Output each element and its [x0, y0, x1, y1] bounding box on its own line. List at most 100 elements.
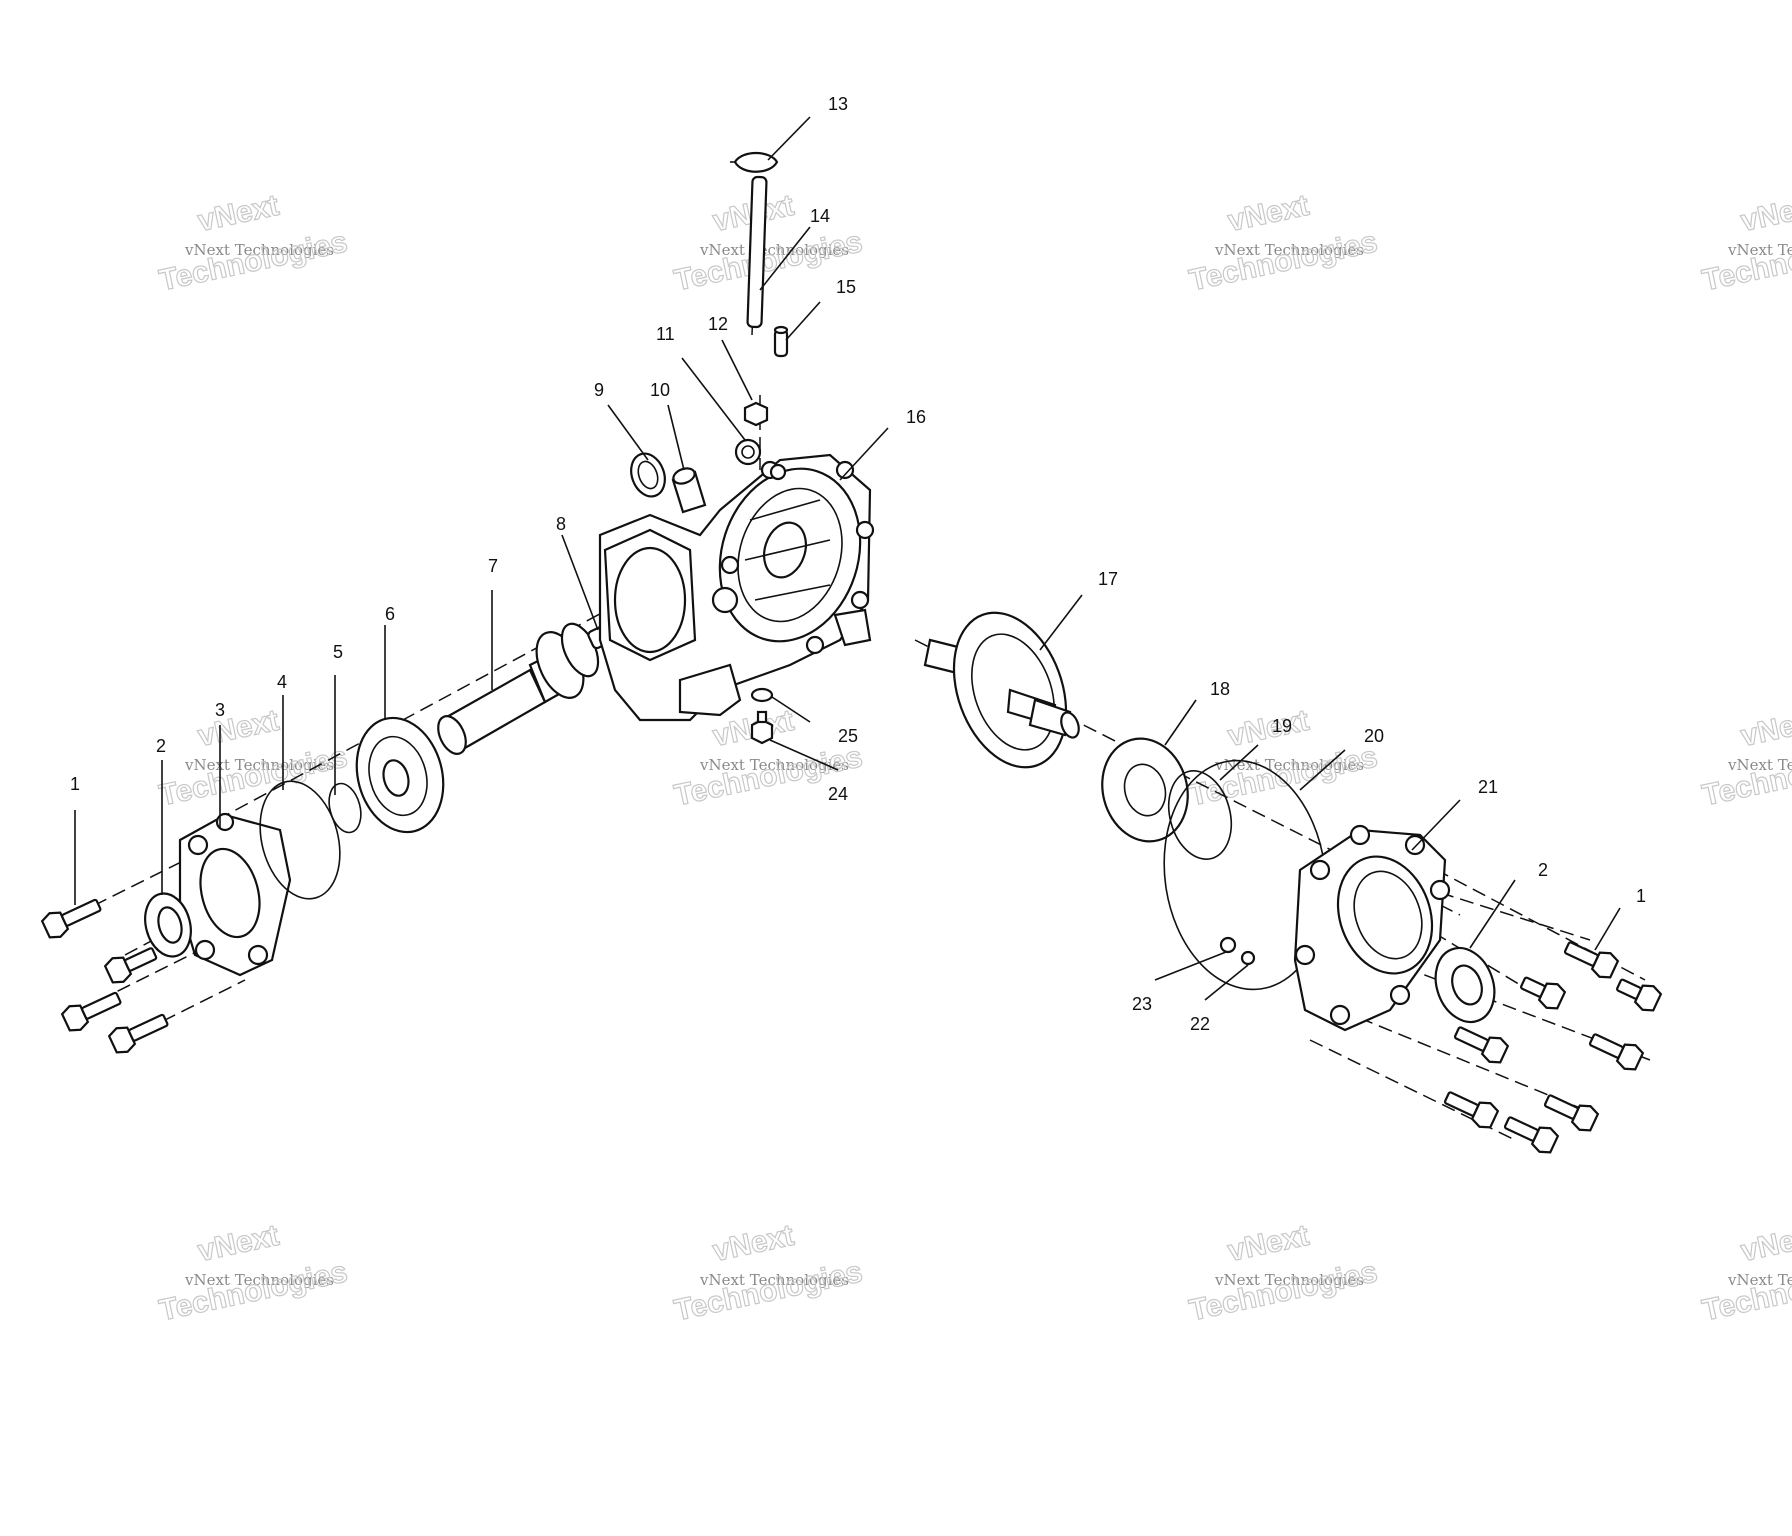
- vent-hose-14: [746, 175, 768, 329]
- watermark-tile: vNext vNext Technologies Technologies: [1699, 703, 1792, 813]
- cover-boss: [215, 812, 235, 832]
- callout-12: 12: [708, 314, 728, 334]
- callout-3: 3: [215, 700, 225, 720]
- housing-vent-boss: [711, 586, 739, 614]
- clamp-13: [733, 151, 779, 173]
- cover-boss: [187, 834, 209, 856]
- o-ring-19: [1167, 770, 1233, 860]
- watermark-big-2: Technologies: [1186, 225, 1380, 297]
- housing-bolt-boss: [835, 460, 855, 480]
- small-parts-top: [630, 401, 769, 514]
- bushing-9: [630, 452, 666, 498]
- watermark-big-2: Technologies: [156, 1255, 350, 1327]
- washer-25: [750, 687, 774, 703]
- bolt-icon: [40, 898, 102, 939]
- watermark-tile: vNext vNext Technologies Technologies: [156, 1218, 351, 1328]
- bolt-icon: [1563, 941, 1620, 979]
- bearing-18: [1101, 737, 1189, 843]
- watermark-tile: vNext vNext Technologies Technologies: [1186, 1218, 1381, 1328]
- bolt-axis-line: [1339, 1009, 1586, 1111]
- cover-boss: [1294, 944, 1316, 966]
- cover-boss: [1404, 834, 1426, 856]
- watermark-tile: vNext vNext Technologies Technologies: [156, 703, 351, 813]
- watermark-big-1: vNext: [195, 1219, 282, 1268]
- watermark-tile: vNext vNext Technologies Technologies: [671, 1218, 866, 1328]
- watermark-big-1: vNext: [710, 1219, 797, 1268]
- callout-17: 17: [1098, 569, 1118, 589]
- callout-23: 23: [1132, 994, 1152, 1014]
- callout-10: 10: [650, 380, 670, 400]
- left-rings: [259, 716, 445, 900]
- output-shaft-17: [923, 611, 1080, 769]
- right-seal-inner: [1451, 964, 1483, 1006]
- callout-4: 4: [277, 672, 287, 692]
- drain-plug-24: [750, 718, 774, 745]
- watermark-big-2: Technologies: [156, 225, 350, 297]
- housing-left-bore: [613, 546, 687, 654]
- cover-boss: [1389, 984, 1411, 1006]
- watermark-small: vNext Technologies: [1727, 1271, 1792, 1289]
- cover-boss: [1429, 879, 1451, 901]
- right-rings: [1101, 737, 1327, 991]
- left-seal-inner: [157, 906, 183, 944]
- watermark-big-2: Technologies: [156, 740, 350, 812]
- watermark-small: vNext Technologies: [1727, 241, 1792, 259]
- right-bolts: [1443, 941, 1663, 1154]
- watermark-big-2: Technologies: [1186, 740, 1380, 812]
- cover-boss: [1309, 859, 1331, 881]
- bolt-icon: [1503, 1116, 1560, 1154]
- callout-25: 25: [838, 726, 858, 746]
- callout-6: 6: [385, 604, 395, 624]
- assembly-axis-lines: [74, 199, 1651, 1141]
- callout-24: 24: [828, 784, 848, 804]
- callout-8: 8: [556, 514, 566, 534]
- callout-2-right: 2: [1538, 860, 1548, 880]
- callout-14: 14: [810, 206, 830, 226]
- bolt-icon: [1588, 1033, 1645, 1071]
- housing-foot: [678, 663, 742, 717]
- watermark-small: vNext Technologies: [1727, 756, 1792, 774]
- left-bolts: [40, 898, 169, 1054]
- bolt-icon: [1453, 1026, 1510, 1064]
- washer-22: [1240, 950, 1256, 966]
- bolt-icon: [1616, 978, 1663, 1012]
- callout-1-left: 1: [70, 774, 80, 794]
- cover-boss: [1349, 824, 1371, 846]
- watermark-big-1: vNext: [1225, 1219, 1312, 1268]
- nut-12: [743, 401, 769, 427]
- bolt-icon: [60, 991, 122, 1032]
- housing-16: [598, 453, 875, 722]
- callout-1-right: 1: [1636, 886, 1646, 906]
- housing-bolt-boss: [720, 555, 740, 575]
- housing-bolt-boss: [850, 590, 870, 610]
- watermark-big-1: vNext: [1738, 189, 1792, 238]
- watermark-small: vNext Technologies: [699, 1271, 849, 1289]
- output-stub: [1028, 698, 1072, 737]
- callout-13: 13: [828, 94, 848, 114]
- callout-21: 21: [1478, 777, 1498, 797]
- watermark-big-1: vNext: [1225, 189, 1312, 238]
- watermark-small: vNext Technologies: [184, 756, 334, 774]
- callout-20: 20: [1364, 726, 1384, 746]
- leader-lines: [74, 116, 1621, 1001]
- watermark-big-1: vNext: [195, 189, 282, 238]
- watermark-big-1: vNext: [1225, 704, 1312, 753]
- bolt-icon: [1543, 1094, 1600, 1132]
- cover-boss: [1329, 1004, 1351, 1026]
- snap-ring-5: [328, 782, 362, 834]
- watermark-tile: vNext vNext Technologies Technologies: [156, 188, 351, 298]
- watermark-small: vNext Technologies: [1214, 1271, 1364, 1289]
- washer-11: [734, 438, 762, 466]
- pinion-shaft-7: [437, 622, 615, 755]
- housing-bolt-boss: [805, 635, 825, 655]
- callout-7: 7: [488, 556, 498, 576]
- bearing-6: [355, 716, 445, 834]
- bolt-icon: [1520, 976, 1567, 1010]
- cover-boss: [194, 939, 216, 961]
- watermark-tile: vNext vNext Technologies Technologies: [1699, 188, 1792, 298]
- watermark-big-2: Technologies: [1186, 1255, 1380, 1327]
- housing-bolt-boss: [855, 520, 875, 540]
- plug-23: [1219, 936, 1237, 954]
- watermark-small: vNext Technologies: [699, 241, 849, 259]
- callout-9: 9: [594, 380, 604, 400]
